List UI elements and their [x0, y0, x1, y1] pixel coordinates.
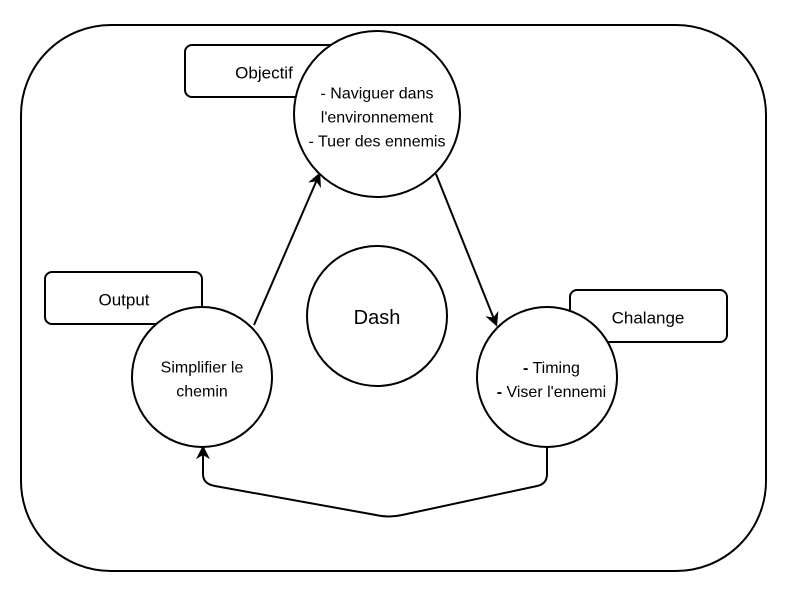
output-tag: Output [44, 271, 203, 325]
chalange-line-2-text: Viser l'ennemi [502, 384, 606, 401]
center-node: Dash [306, 245, 448, 387]
chalange-line-2: - Viser l'ennemi [466, 384, 629, 401]
objectif-node: - Naviguer dans l'environnement - Tuer d… [293, 30, 461, 198]
chalange-line-1-dash: - [523, 360, 528, 377]
output-tag-label: Output [98, 291, 149, 310]
output-tag-box [44, 271, 203, 325]
output-line-2: chemin [176, 384, 228, 401]
chalange-node: - Timing - Viser l'ennemi [466, 306, 629, 448]
output-line-1: Simplifier le [161, 360, 244, 377]
chalange-circle [476, 306, 618, 448]
edge-chalange-to-output [196, 445, 548, 518]
output-circle [131, 306, 273, 448]
objectif-line-1: - Naviguer dans [321, 86, 434, 103]
chalange-line-2-dash: - [497, 384, 502, 401]
chalange-line-1: - Timing [492, 360, 602, 377]
center-circle [306, 245, 448, 387]
objectif-tag-label: Objectif [235, 64, 293, 83]
objectif-line-3: - Tuer des ennemis [309, 134, 446, 151]
edge-objectif-to-chalange [435, 173, 499, 327]
objectif-circle [293, 30, 461, 198]
chalange-tag-label: Chalange [612, 309, 685, 328]
objectif-line-2: l'environnement [321, 110, 434, 127]
chalange-tag: Chalange [569, 289, 728, 343]
chalange-line-1-text: Timing [528, 360, 580, 377]
output-node: Simplifier le chemin [131, 306, 273, 448]
edge-output-to-objectif [253, 172, 321, 326]
center-label: Dash [354, 307, 401, 329]
